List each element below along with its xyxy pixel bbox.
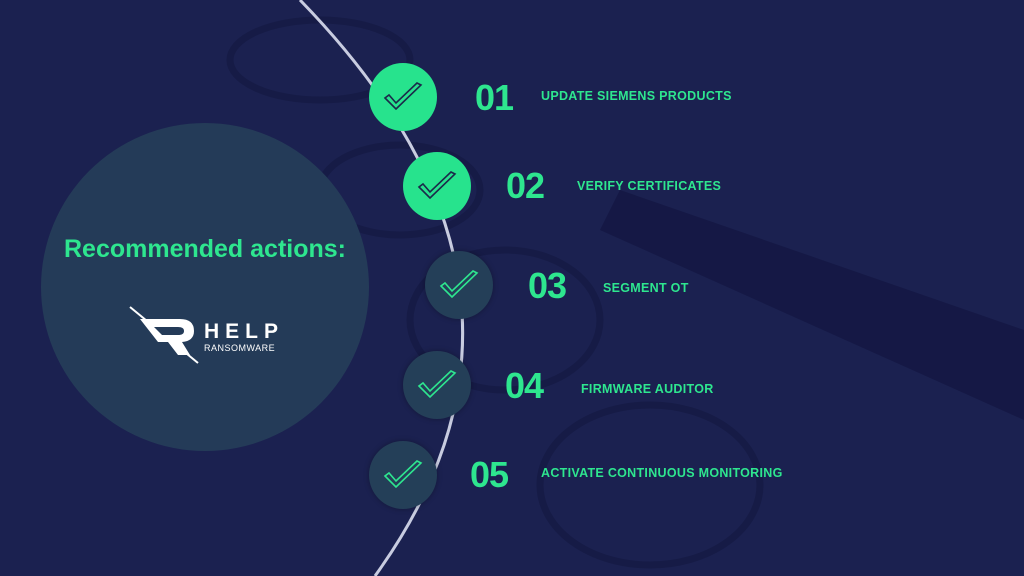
checkmark-icon [417, 171, 457, 200]
pen-shape [600, 190, 1024, 420]
step-number: 04 [505, 365, 544, 406]
step-label: Firmware auditor [581, 382, 714, 396]
step-number: 01 [475, 77, 514, 118]
checkmark-icon [417, 370, 457, 399]
step-01-check-circle [369, 63, 437, 131]
step-04-check-circle [403, 351, 471, 419]
step-number: 05 [470, 454, 509, 495]
help-ransomware-logo: HELP RANSOMWARE [129, 306, 284, 364]
checkmark-icon [439, 270, 479, 299]
title-panel [41, 123, 369, 451]
svg-text:HELP: HELP [204, 320, 284, 343]
step-02-check-circle [403, 152, 471, 220]
step-label: Verify certificates [577, 179, 722, 193]
checkmark-icon [383, 460, 423, 489]
checkmark-icon [383, 82, 423, 111]
svg-text:RANSOMWARE: RANSOMWARE [204, 343, 275, 353]
step-03-check-circle [425, 251, 493, 319]
page-title: Recommended actions: [63, 235, 346, 263]
step-label: Segment OT [603, 281, 689, 295]
step-number: 02 [506, 165, 545, 206]
step-number: 03 [528, 265, 567, 306]
step-label: Update Siemens products [541, 89, 732, 103]
step-05-check-circle [369, 441, 437, 509]
step-label: Activate continuous monitoring [541, 466, 783, 480]
